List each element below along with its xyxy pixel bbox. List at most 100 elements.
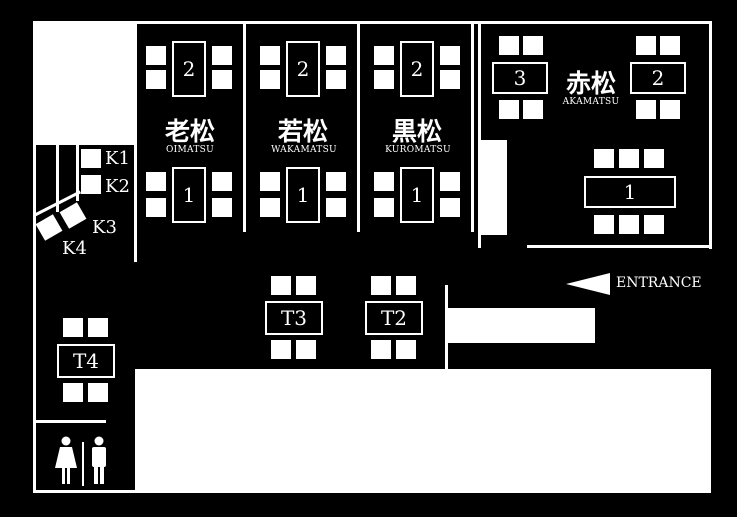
- chair: [619, 149, 639, 168]
- chair: [396, 340, 416, 359]
- chair: [260, 198, 280, 217]
- table-label: 3: [513, 66, 527, 90]
- chair: [146, 172, 166, 191]
- room-name-kuromatsu: 黒松: [391, 117, 442, 146]
- chair: [660, 100, 680, 119]
- room-name-akamatsu: 赤松: [565, 69, 616, 98]
- akamatsu-table-2[interactable]: 2: [627, 59, 689, 97]
- chair: [296, 276, 316, 295]
- room-divider-3: [357, 24, 360, 232]
- counter-label-k2: K2: [105, 176, 130, 197]
- chair: [371, 276, 391, 295]
- room-divider-4: [471, 24, 474, 232]
- room-name-wakamatsu: 若松: [277, 117, 328, 146]
- chair: [440, 172, 460, 191]
- akamatsu-left-wall: [478, 24, 481, 248]
- table-label: 1: [623, 180, 637, 204]
- counter-seat-k1[interactable]: [81, 149, 101, 168]
- chair: [619, 215, 639, 234]
- chair: [212, 172, 232, 191]
- entrance-label: ENTRANCE: [616, 275, 702, 291]
- kuromatsu-table-2[interactable]: 2: [397, 38, 437, 100]
- room-divider-1: [134, 24, 137, 262]
- frame-top: [33, 21, 711, 24]
- counter-seat-k3[interactable]: [59, 202, 87, 229]
- table-label: T3: [280, 306, 308, 330]
- chair: [499, 100, 519, 119]
- room-name-oimatsu: 老松: [164, 117, 215, 146]
- chair: [523, 36, 543, 55]
- chair: [271, 340, 291, 359]
- chair: [636, 36, 656, 55]
- chair: [523, 100, 543, 119]
- chair: [374, 172, 394, 191]
- oimatsu-table-2[interactable]: 2: [169, 38, 209, 100]
- table-label: T4: [72, 349, 100, 373]
- entrance-arrow-icon: [566, 273, 610, 295]
- akamatsu-bottom-wall: [527, 245, 711, 248]
- chair: [326, 198, 346, 217]
- chair: [644, 149, 664, 168]
- chair: [212, 70, 232, 89]
- chair: [326, 70, 346, 89]
- entrance-divider: [445, 285, 448, 369]
- wakamatsu-table-1[interactable]: 1: [283, 164, 323, 226]
- table-label: 2: [182, 57, 196, 81]
- chair: [326, 172, 346, 191]
- chair: [260, 172, 280, 191]
- table-t4[interactable]: T4: [54, 341, 118, 381]
- akamatsu-divider-block: [479, 140, 507, 235]
- table-label: 1: [410, 183, 424, 207]
- room-romaji-oimatsu: OIMATSU: [165, 145, 214, 155]
- kitchen-floor-lower: [135, 369, 711, 493]
- chair: [660, 36, 680, 55]
- left-corridor-wall: [56, 142, 59, 212]
- table-label: 2: [410, 57, 424, 81]
- table-label: T2: [380, 306, 408, 330]
- left-corridor-wall-top: [36, 142, 58, 145]
- chair: [63, 318, 83, 337]
- chair: [440, 198, 460, 217]
- table-label: 2: [651, 66, 665, 90]
- room-romaji-akamatsu: AKAMATSU: [562, 97, 620, 107]
- akamatsu-table-1[interactable]: 1: [581, 173, 679, 211]
- counter-wall-left: [76, 119, 79, 201]
- chair: [374, 198, 394, 217]
- chair: [146, 46, 166, 65]
- chair: [212, 198, 232, 217]
- chair: [88, 318, 108, 337]
- chair: [440, 70, 460, 89]
- chair: [594, 215, 614, 234]
- entrance-corridor: [447, 308, 595, 343]
- frame-right: [709, 21, 712, 249]
- restroom-icon[interactable]: [54, 436, 112, 488]
- frame-left: [33, 21, 36, 493]
- left-lower-wall: [36, 420, 106, 423]
- table-label: 1: [182, 183, 196, 207]
- chair: [499, 36, 519, 55]
- counter-seat-k2[interactable]: [81, 175, 101, 194]
- chair: [212, 46, 232, 65]
- room-divider-2: [243, 24, 246, 232]
- kuromatsu-table-1[interactable]: 1: [397, 164, 437, 226]
- chair: [260, 46, 280, 65]
- chair: [374, 70, 394, 89]
- chair: [440, 46, 460, 65]
- chair: [396, 276, 416, 295]
- chair: [644, 215, 664, 234]
- chair: [146, 198, 166, 217]
- chair: [371, 340, 391, 359]
- chair: [374, 46, 394, 65]
- table-label: 1: [296, 183, 310, 207]
- akamatsu-table-3[interactable]: 3: [489, 59, 551, 97]
- wakamatsu-table-2[interactable]: 2: [283, 38, 323, 100]
- counter-label-k4: K4: [62, 238, 87, 259]
- table-t3[interactable]: T3: [262, 298, 326, 338]
- oimatsu-table-1[interactable]: 1: [169, 164, 209, 226]
- frame-bottom: [33, 490, 711, 493]
- counter-seat-k4[interactable]: [35, 214, 63, 241]
- table-t2[interactable]: T2: [362, 298, 426, 338]
- chair: [636, 100, 656, 119]
- chair: [260, 70, 280, 89]
- room-romaji-wakamatsu: WAKAMATSU: [271, 145, 337, 155]
